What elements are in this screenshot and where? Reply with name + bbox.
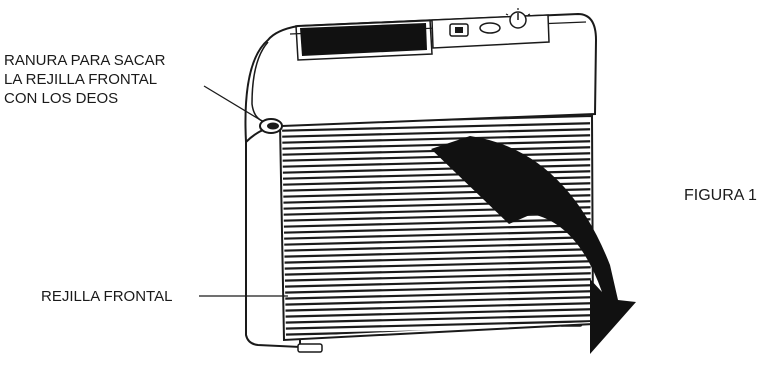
slot-callout-label: RANURA PARA SACAR LA REJILLA FRONTAL CON… xyxy=(4,51,244,108)
power-button-symbol xyxy=(455,27,463,33)
slot-callout-line-2: LA REJILLA FRONTAL xyxy=(4,70,244,89)
indicator-light xyxy=(480,23,500,33)
slot-callout-line-1: RANURA PARA SACAR xyxy=(4,51,244,70)
purifier-foot-left xyxy=(298,344,322,352)
figure-label: FIGURA 1 xyxy=(684,186,757,205)
grille-callout-label: REJILLA FRONTAL xyxy=(41,287,172,306)
grille-finger-slot-inner xyxy=(267,123,279,130)
slot-callout-line-3: CON LOS DEOS xyxy=(4,89,244,108)
